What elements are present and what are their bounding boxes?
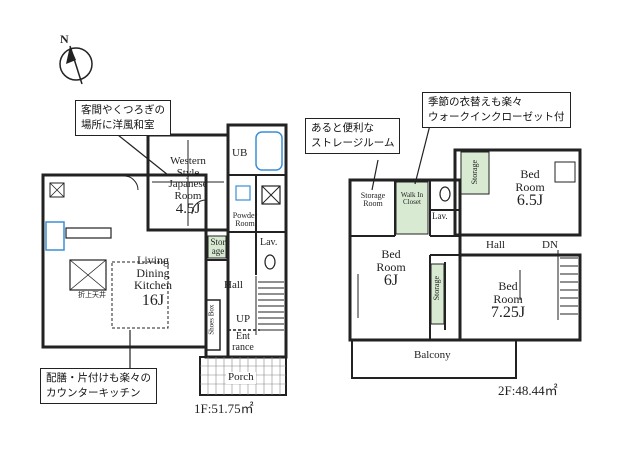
room-label: rance (232, 341, 254, 353)
room-entrance: Ent rance (226, 331, 260, 353)
room-label: Western (170, 155, 206, 167)
room-label: Style (176, 166, 200, 179)
room-label: Room (376, 259, 406, 274)
floor1-area: 1F:51.75㎡ (194, 401, 254, 416)
room-bed-6-5: Bed Room 6.5J (505, 168, 555, 210)
room-storage-mid: Storage (431, 275, 441, 301)
room-storage-room: Storage Room (352, 191, 394, 209)
room-label: Dining (136, 265, 170, 280)
room-label: Living (137, 253, 169, 267)
room-walk-in-closet: Walk In Closet (396, 191, 428, 207)
room-label: Closet (403, 198, 421, 207)
room-storage-bed1: Storage (469, 159, 479, 185)
floor1-plan (41, 123, 288, 396)
balcony-label: Balcony (414, 349, 451, 361)
room-storage-1f: Stor age (208, 237, 228, 257)
room-label: Kitchen (134, 278, 172, 293)
callout-text: 場所に洋風和室 (81, 119, 155, 131)
room-hall-2f: Hall (486, 239, 505, 251)
room-size: 16J (141, 291, 165, 309)
stairs-up-label: UP (236, 313, 251, 325)
callout-text: 客間やくつろぎの (81, 104, 165, 116)
room-label: Bed (498, 279, 518, 293)
room-label: Ent (236, 331, 250, 342)
room-unit-bath: UB (232, 147, 248, 159)
room-label: Bed (381, 247, 401, 261)
stairs-down-label: DN (542, 239, 558, 251)
room-powder: Powder Room (230, 211, 260, 229)
room-bed-6: Bed Room 6J (368, 248, 414, 290)
room-hall-1f: Hall (224, 279, 243, 291)
shoes-box-label: Shoes Box (207, 304, 216, 335)
ceiling-label: 折上天井 (78, 291, 106, 299)
callout-western-room: 客間やくつろぎの 場所に洋風和室 (75, 100, 171, 136)
callout-text: 季節の衣替えも楽々 (428, 96, 523, 108)
floor2-area: 2F:48.44㎡ (498, 383, 558, 398)
room-lav-2f: Lav. (432, 211, 448, 221)
compass-north-label: N (60, 32, 69, 46)
room-label: Stor (210, 237, 226, 247)
room-label: Room (493, 291, 523, 306)
room-label: age (211, 246, 225, 257)
compass-icon (59, 45, 93, 85)
room-size: 6J (383, 272, 399, 290)
callout-text: カウンターキッチン (46, 387, 141, 399)
room-label: Room (515, 179, 545, 194)
room-ldk: Living Dining Kitchen 16J (118, 254, 188, 310)
room-label: Bed (520, 167, 540, 181)
room-size: 7.25J (490, 304, 526, 322)
callout-text: ウォークインクローゼット付 (428, 111, 565, 123)
floor2-plan (348, 124, 582, 379)
callout-counter-kitchen: 配膳・片付けも楽々の カウンターキッチン (40, 368, 157, 404)
room-western-style: Western Style Japanese Room 4.5J (150, 155, 226, 218)
room-lav-1f: Lav. (260, 237, 278, 248)
callout-text: あると便利な (311, 122, 374, 134)
room-label: Room (235, 219, 255, 229)
callout-text: ストレージルーム (311, 137, 395, 149)
room-label: Powder (232, 211, 258, 220)
room-label: Japanese (168, 178, 208, 191)
room-label: Room (174, 189, 202, 202)
callout-text: 配膳・片付けも楽々の (46, 372, 151, 384)
room-label: Storage (360, 191, 386, 200)
room-label: Room (363, 199, 383, 209)
room-bed-7-25: Bed Room 7.25J (478, 280, 538, 322)
room-porch: Porch (226, 371, 256, 384)
room-size: 4.5J (175, 201, 201, 218)
callout-walk-in-closet: 季節の衣替えも楽々 ウォークインクローゼット付 (422, 92, 571, 128)
callout-storage-room: あると便利な ストレージルーム (305, 118, 401, 154)
room-size: 6.5J (516, 192, 544, 210)
room-label: Walk In (400, 191, 424, 199)
